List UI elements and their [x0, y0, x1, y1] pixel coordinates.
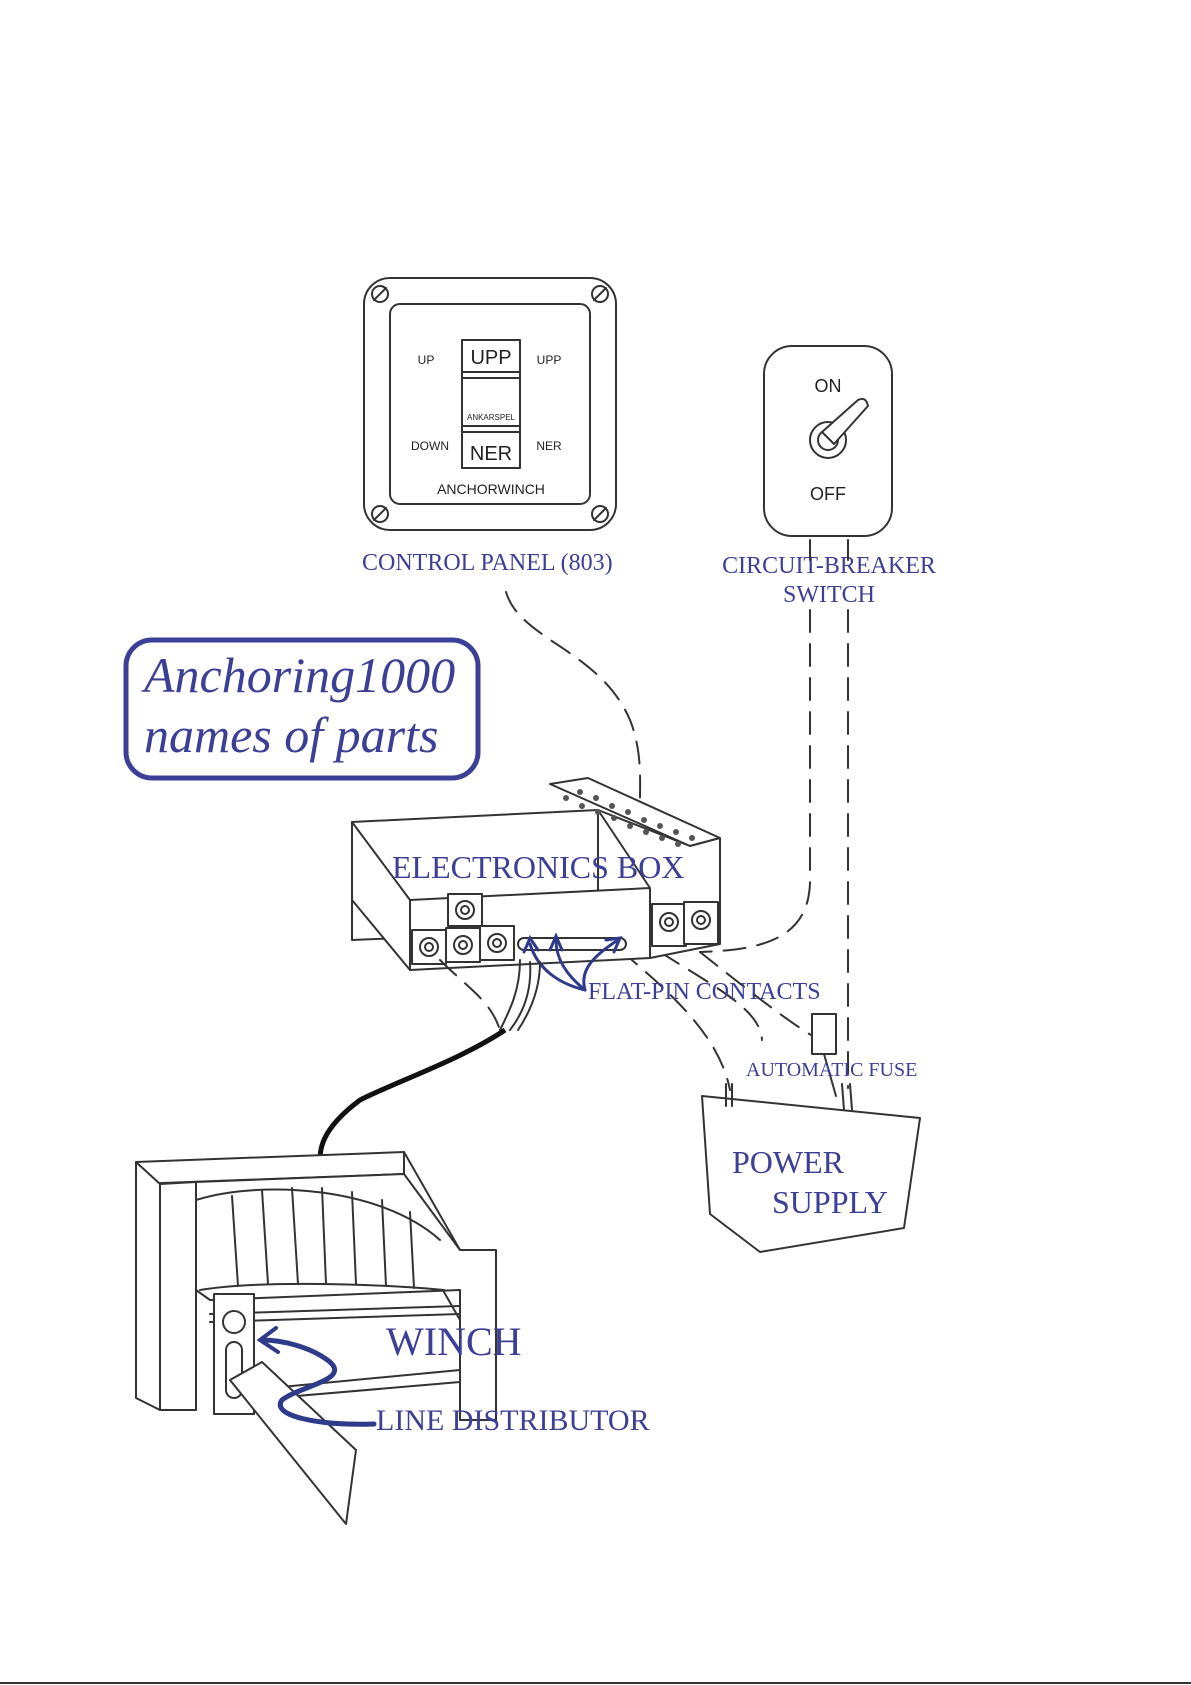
- panel-footer-label: ANCHORWINCH: [437, 481, 545, 497]
- wire-bundle: [320, 960, 540, 1162]
- electronics-box-label: ELECTRONICS BOX: [392, 849, 684, 885]
- control-panel-label: CONTROL PANEL (803): [362, 550, 613, 576]
- right-down-label: NER: [536, 439, 562, 453]
- switch-lower-label: NER: [470, 443, 512, 465]
- automatic-fuse: [812, 1014, 836, 1096]
- power-supply-line-1: POWER: [732, 1144, 845, 1180]
- breaker-on-label: ON: [815, 376, 842, 396]
- breaker-label-line-2: SWITCH: [783, 582, 875, 608]
- breaker-label-line-1: CIRCUIT-BREAKER: [722, 553, 936, 579]
- title-box: Anchoring1000 names of parts: [126, 640, 478, 778]
- title-line-1: Anchoring1000: [141, 647, 455, 703]
- breaker-off-label: OFF: [810, 484, 846, 504]
- control-panel: UPP ANKARSPEL NER UP DOWN UPP NER ANCHOR…: [364, 278, 616, 530]
- switch-middle-label: ANKARSPEL: [467, 413, 516, 422]
- circuit-breaker-switch: ON OFF: [764, 346, 892, 536]
- fuse-label: AUTOMATIC FUSE: [746, 1059, 917, 1081]
- power-supply-line-2: SUPPLY: [772, 1184, 888, 1220]
- left-down-label: DOWN: [411, 439, 449, 453]
- flat-pin-label: FLAT-PIN CONTACTS: [588, 979, 821, 1005]
- line-distributor-label: LINE DISTRIBUTOR: [376, 1404, 650, 1437]
- switch-upper-label: UPP: [470, 347, 511, 369]
- right-up-label: UPP: [537, 353, 562, 367]
- winch-label: WINCH: [386, 1319, 522, 1364]
- title-line-2: names of parts: [144, 707, 438, 763]
- left-up-label: UP: [418, 353, 435, 367]
